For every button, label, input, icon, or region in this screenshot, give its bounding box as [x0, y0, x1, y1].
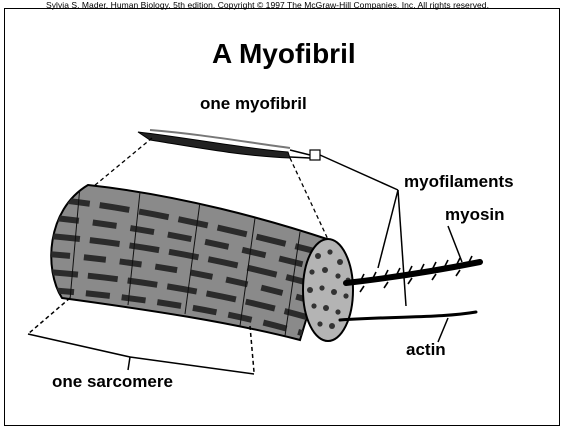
small-myofibril [138, 130, 320, 160]
label-one-sarcomere: one sarcomere [52, 372, 173, 392]
label-actin: actin [406, 340, 446, 360]
label-myofilaments: myofilaments [404, 172, 514, 192]
enlargement-box [310, 150, 320, 160]
label-one-myofibril: one myofibril [200, 94, 307, 114]
large-myofibril [48, 185, 353, 341]
myosin-filament [346, 226, 480, 292]
label-myosin: myosin [445, 205, 505, 225]
actin-filament [340, 312, 476, 342]
